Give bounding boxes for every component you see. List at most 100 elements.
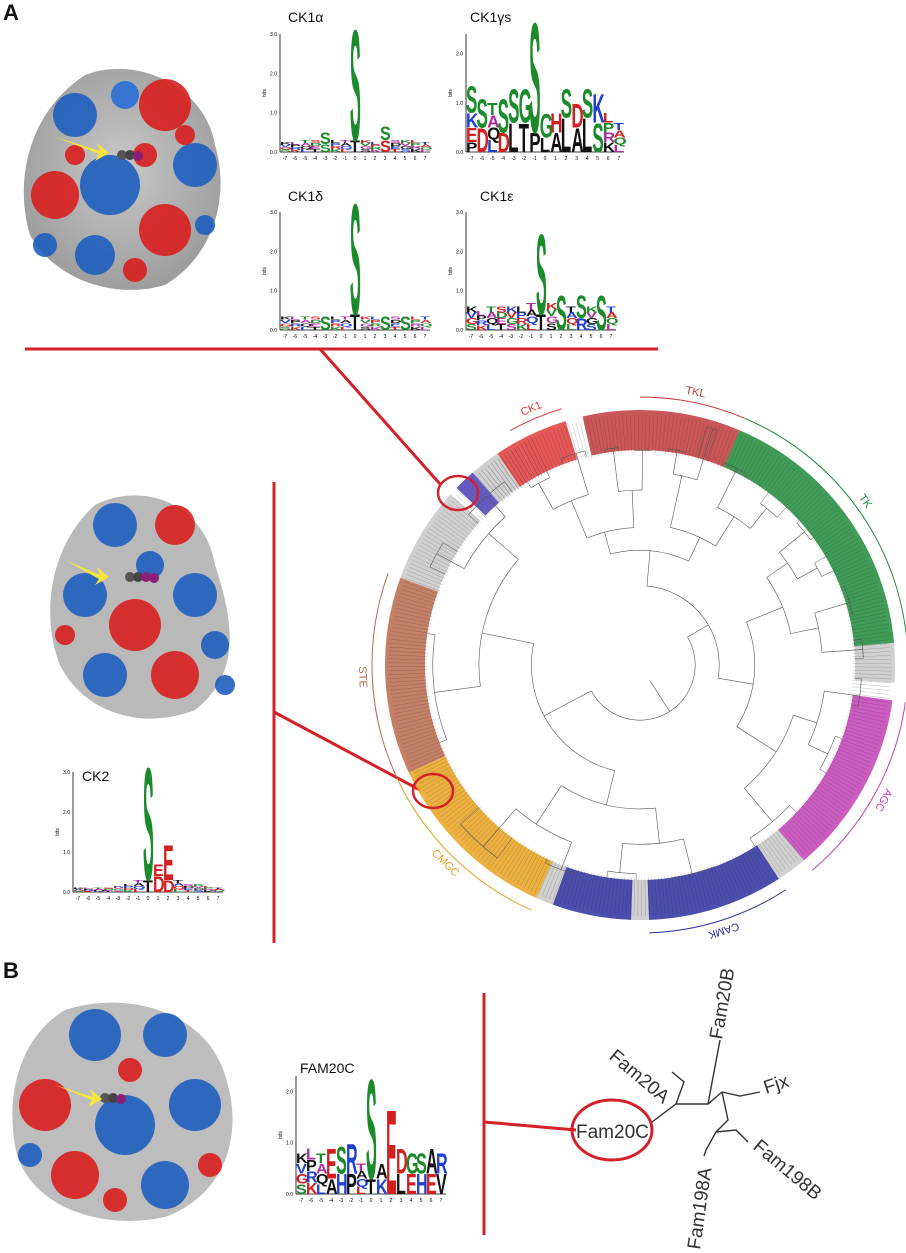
clade-band [385, 577, 446, 773]
logo-letter: L [306, 1145, 316, 1163]
logo-letter: A [340, 143, 352, 148]
logo-letter: K [410, 326, 422, 332]
logo-letter: L [516, 305, 526, 315]
logo-letter: K [330, 326, 342, 332]
logo-letter: K [370, 326, 382, 332]
clade-band [854, 642, 895, 683]
logo-letter: Q [316, 1172, 329, 1188]
x-tick-label: -7 [283, 156, 288, 162]
x-tick-label: 3 [384, 334, 387, 340]
logo-letter: L [290, 315, 300, 321]
x-tick-label: -2 [333, 156, 338, 162]
clade-label-camk: CAMK [706, 920, 741, 941]
logo-letter: T [526, 301, 536, 312]
logo-letter: P [476, 314, 487, 322]
x-tick-label: 6 [607, 156, 610, 162]
logo-letter: P [330, 319, 341, 325]
x-tick-label: 6 [430, 1198, 433, 1204]
x-tick-label: 1 [157, 896, 160, 902]
logo-letter: S [498, 90, 509, 143]
clade-outer-arc [396, 778, 532, 911]
logo-letter: V [360, 319, 371, 325]
x-tick-label: -5 [489, 334, 494, 340]
logo-letter: L [370, 142, 380, 146]
x-tick-label: -4 [313, 156, 318, 162]
logo-letter: D [396, 1141, 408, 1181]
y-tick-label: 1.0 [286, 1141, 293, 1147]
logo-letter: Q [487, 125, 500, 144]
logo-letter: T [103, 891, 113, 892]
logo-letter: V [296, 1161, 308, 1177]
y-tick-label: 2.0 [456, 52, 463, 58]
y-tick-label: 3.0 [63, 770, 70, 776]
logo-letter: S [561, 81, 572, 127]
x-tick-label: 2 [167, 896, 170, 902]
logo-letter: V [400, 143, 411, 148]
logo-letter: K [203, 890, 216, 892]
x-tick-label: -6 [480, 156, 485, 162]
x-tick-label: -3 [116, 896, 121, 902]
clade-outer-arc [371, 573, 398, 779]
logo-letter: L [410, 140, 420, 145]
logo-letter: G [466, 316, 479, 326]
logo-letter: S [529, 0, 540, 166]
logo-letter: R [476, 319, 488, 327]
logo-letter: K [306, 1180, 318, 1198]
logo-letter: G [406, 1148, 419, 1180]
logo-letter: T [300, 140, 311, 145]
logo-letter: Q [300, 146, 313, 151]
logo-letter: A [340, 319, 352, 325]
logo-letter: S [508, 80, 519, 133]
logo-letter: K [476, 324, 488, 332]
x-tick-label: 3 [384, 156, 387, 162]
logo-letter: D [183, 886, 195, 889]
x-tick-label: 4 [410, 1198, 413, 1204]
logo-letter: S [193, 890, 204, 893]
y-tick-label: 3.0 [270, 32, 277, 38]
logo-letter: T [486, 305, 496, 315]
logo-letter: L [476, 309, 486, 317]
x-tick-label: -5 [303, 156, 308, 162]
logo-letter: P [123, 886, 134, 889]
logo-letter: D [310, 319, 322, 325]
x-tick-label: 2 [565, 156, 568, 162]
logo-letter: E [183, 888, 194, 891]
x-tick-label: 6 [207, 896, 210, 902]
logo-letter: E [406, 1168, 417, 1200]
logo-letter: P [603, 121, 614, 136]
logo-letter: T [566, 305, 576, 315]
clade-outer-arc [744, 417, 906, 638]
logo-letter: A [550, 127, 562, 158]
logo-letter: E [426, 1168, 437, 1200]
logo-letter: E [386, 1086, 397, 1221]
logo-letter: S [296, 1182, 307, 1198]
logo-letter: R [330, 146, 342, 151]
y-tick-label: 1.0 [456, 289, 463, 295]
logo-letter: K [280, 142, 292, 146]
clade-band [757, 829, 804, 879]
fam20c-connector-line [483, 1120, 577, 1132]
logo-letter: V [280, 319, 291, 325]
logo-letter: T [310, 149, 321, 154]
x-tick-label: 7 [610, 334, 613, 340]
logo-letter: T [420, 142, 430, 146]
logo-letter: K [466, 109, 479, 132]
x-tick-label: 7 [617, 156, 620, 162]
logo-letter: A [300, 143, 312, 148]
logo-letter: K [113, 886, 126, 888]
logo-letter: V [466, 311, 477, 321]
logo-letter: G [360, 146, 373, 151]
logo-letter: V [546, 308, 557, 319]
logo-letter: L [566, 322, 576, 332]
logo-letter: D [496, 311, 508, 321]
logo-letter: T [606, 305, 616, 315]
logo-letter: S [556, 286, 567, 341]
logo-letter: S [366, 1051, 377, 1210]
logo-letter: R [306, 1168, 318, 1186]
logo-letter: L [173, 888, 183, 893]
logo-letter: S [380, 138, 391, 156]
logo-letter: L [290, 142, 300, 146]
